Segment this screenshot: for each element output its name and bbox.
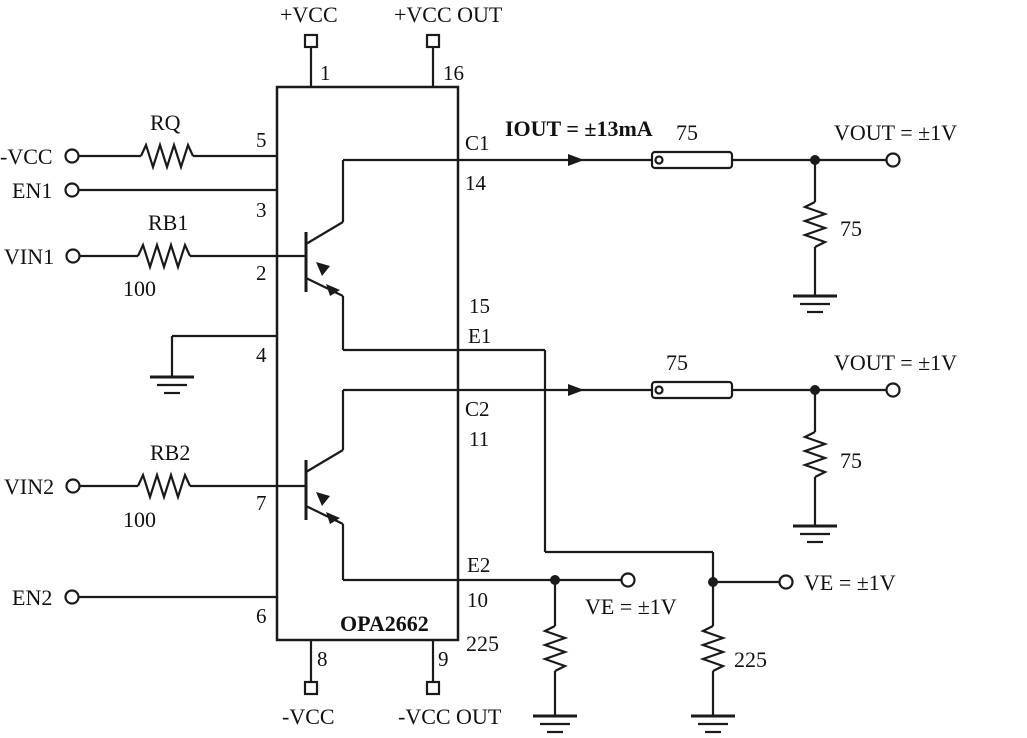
vin1-input: VIN1 RB1 100 2 — [4, 210, 306, 301]
en1-input: EN1 3 — [12, 178, 277, 222]
pin-4-ground: 4 — [150, 334, 277, 395]
label-vcc-out-neg: -VCC OUT — [398, 704, 502, 729]
svg-text:6: 6 — [256, 604, 267, 628]
output-2-line: 75 VOUT = ±1V 75 — [458, 350, 957, 544]
ic-body — [275, 85, 460, 642]
svg-text:VIN2: VIN2 — [4, 474, 54, 499]
svg-text:EN1: EN1 — [12, 178, 52, 203]
pin-11: 11 — [469, 427, 489, 451]
label-rb1-value: 100 — [123, 276, 156, 301]
label-r-line-1: 75 — [676, 120, 698, 145]
transistor-1 — [304, 158, 545, 352]
label-vcc-pos: +VCC — [280, 2, 338, 27]
pin-14: 14 — [465, 171, 487, 195]
label-vcc-out-pos: +VCC OUT — [394, 2, 503, 27]
label-r-load-1: 75 — [840, 216, 862, 241]
en2-input: EN2 6 — [12, 585, 277, 628]
pin-1-vcc: 1 +VCC — [280, 2, 338, 87]
e2-network: VE = ±1V 225 — [458, 572, 677, 734]
pin-16-vcc-out: 16 +VCC OUT — [394, 2, 503, 87]
svg-text:5: 5 — [256, 128, 267, 152]
vin2-input: VIN2 RB2 100 7 — [4, 440, 306, 532]
svg-text:-VCC: -VCC — [0, 144, 53, 169]
pin-9-neg-vcc-out: 9 -VCC OUT — [398, 640, 502, 729]
resistor-rb1 — [136, 241, 192, 271]
svg-text:1: 1 — [320, 61, 331, 85]
label-r-load-2: 75 — [840, 448, 862, 473]
label-c1: C1 — [465, 131, 490, 155]
svg-text:3: 3 — [256, 198, 267, 222]
label-vcc-neg: -VCC — [282, 704, 335, 729]
pin-8-neg-vcc: 8 -VCC — [282, 640, 335, 729]
label-iout: IOUT = ±13mA — [505, 116, 653, 141]
label-ve-2: VE = ±1V — [804, 570, 896, 595]
svg-text:8: 8 — [317, 647, 328, 671]
label-rb2-value: 100 — [123, 507, 156, 532]
transistor-2 — [304, 388, 458, 582]
svg-text:16: 16 — [443, 61, 464, 85]
svg-text:4: 4 — [256, 343, 267, 367]
svg-text:VIN1: VIN1 — [4, 244, 54, 269]
label-e1: E1 — [468, 324, 491, 348]
label-rq: RQ — [150, 110, 181, 135]
label-rb2: RB2 — [150, 440, 190, 465]
ic-part-number: OPA2662 — [340, 611, 429, 636]
svg-text:9: 9 — [438, 647, 449, 671]
resistor-rb2 — [136, 471, 192, 501]
resistor-load-2 — [801, 431, 829, 478]
neg-vcc-input: -VCC RQ 5 — [0, 110, 277, 171]
coax-line-1 — [650, 150, 734, 170]
current-arrow-icon-2 — [568, 384, 584, 396]
label-rb1: RB1 — [148, 210, 188, 235]
pin-10: 10 — [467, 588, 488, 612]
coax-line-2 — [650, 380, 734, 400]
svg-text:EN2: EN2 — [12, 585, 52, 610]
current-arrow-icon — [568, 154, 584, 166]
resistor-e2 — [541, 625, 569, 672]
label-vout-2: VOUT = ±1V — [834, 350, 957, 375]
svg-text:7: 7 — [256, 491, 267, 515]
label-r-e1: 225 — [734, 647, 767, 672]
label-ve-1: VE = ±1V — [585, 594, 677, 619]
resistor-e1 — [699, 625, 727, 672]
label-r-line-2: 75 — [666, 350, 688, 375]
svg-text:2: 2 — [256, 261, 267, 285]
label-vout-1: VOUT = ±1V — [834, 120, 957, 145]
pin-15: 15 — [469, 294, 490, 318]
e1-network: VE = ±1V 225 — [543, 350, 896, 734]
label-c2: C2 — [465, 397, 490, 421]
label-r-e2: 225 — [466, 631, 499, 656]
label-e2: E2 — [467, 553, 490, 577]
output-1-line: IOUT = ±13mA 75 VOUT = ±1V 75 — [458, 116, 957, 314]
resistor-rq — [139, 141, 195, 171]
resistor-load-1 — [801, 201, 829, 248]
